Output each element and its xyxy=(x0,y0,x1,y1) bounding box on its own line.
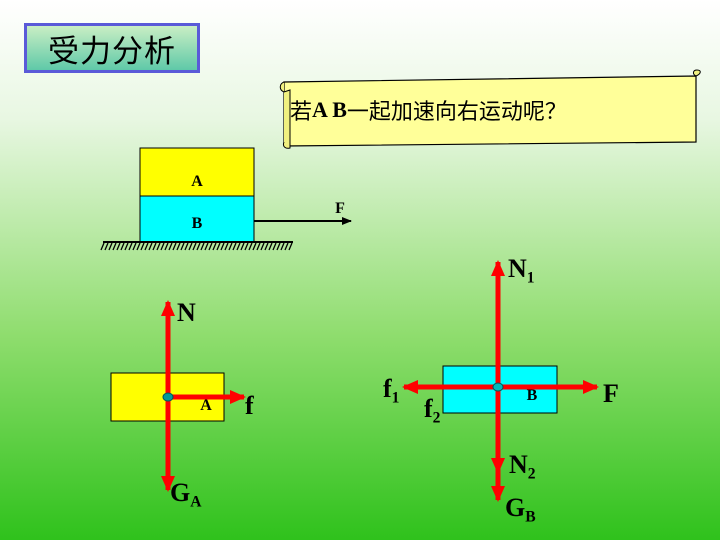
question-scroll xyxy=(279,69,701,149)
center-point-b xyxy=(492,382,504,392)
block-b-label: B xyxy=(192,215,203,232)
free-body-a: A xyxy=(110,300,246,492)
label-n2: N2 xyxy=(509,450,536,483)
label-f-applied: F xyxy=(603,379,619,408)
question-prefix: 若 xyxy=(290,100,313,125)
force-f-label: F xyxy=(335,200,345,217)
label-ga: GA xyxy=(170,478,202,511)
label-n: N xyxy=(177,298,196,327)
label-n1: N1 xyxy=(508,254,535,287)
center-point-a xyxy=(162,392,174,402)
block-a xyxy=(139,147,255,197)
label-f-friction: f xyxy=(245,391,254,420)
title-box: 受力分析 xyxy=(24,23,200,73)
block-a-label: A xyxy=(191,173,203,190)
block-b-fbd-label: B xyxy=(527,387,538,404)
label-f1: f1 xyxy=(383,374,400,407)
question-letters: A B xyxy=(312,97,347,122)
ground-hatching xyxy=(100,242,293,251)
free-body-b: B xyxy=(402,260,599,502)
stacked-blocks-diagram: A B F xyxy=(100,147,352,251)
question-suffix: 一起加速向右运动呢？ xyxy=(346,100,567,125)
label-gb: GB xyxy=(505,493,536,526)
page-title: 受力分析 xyxy=(48,33,176,70)
block-a-fbd-label: A xyxy=(200,397,212,414)
block-b xyxy=(139,195,255,243)
label-f2: f2 xyxy=(424,394,441,427)
